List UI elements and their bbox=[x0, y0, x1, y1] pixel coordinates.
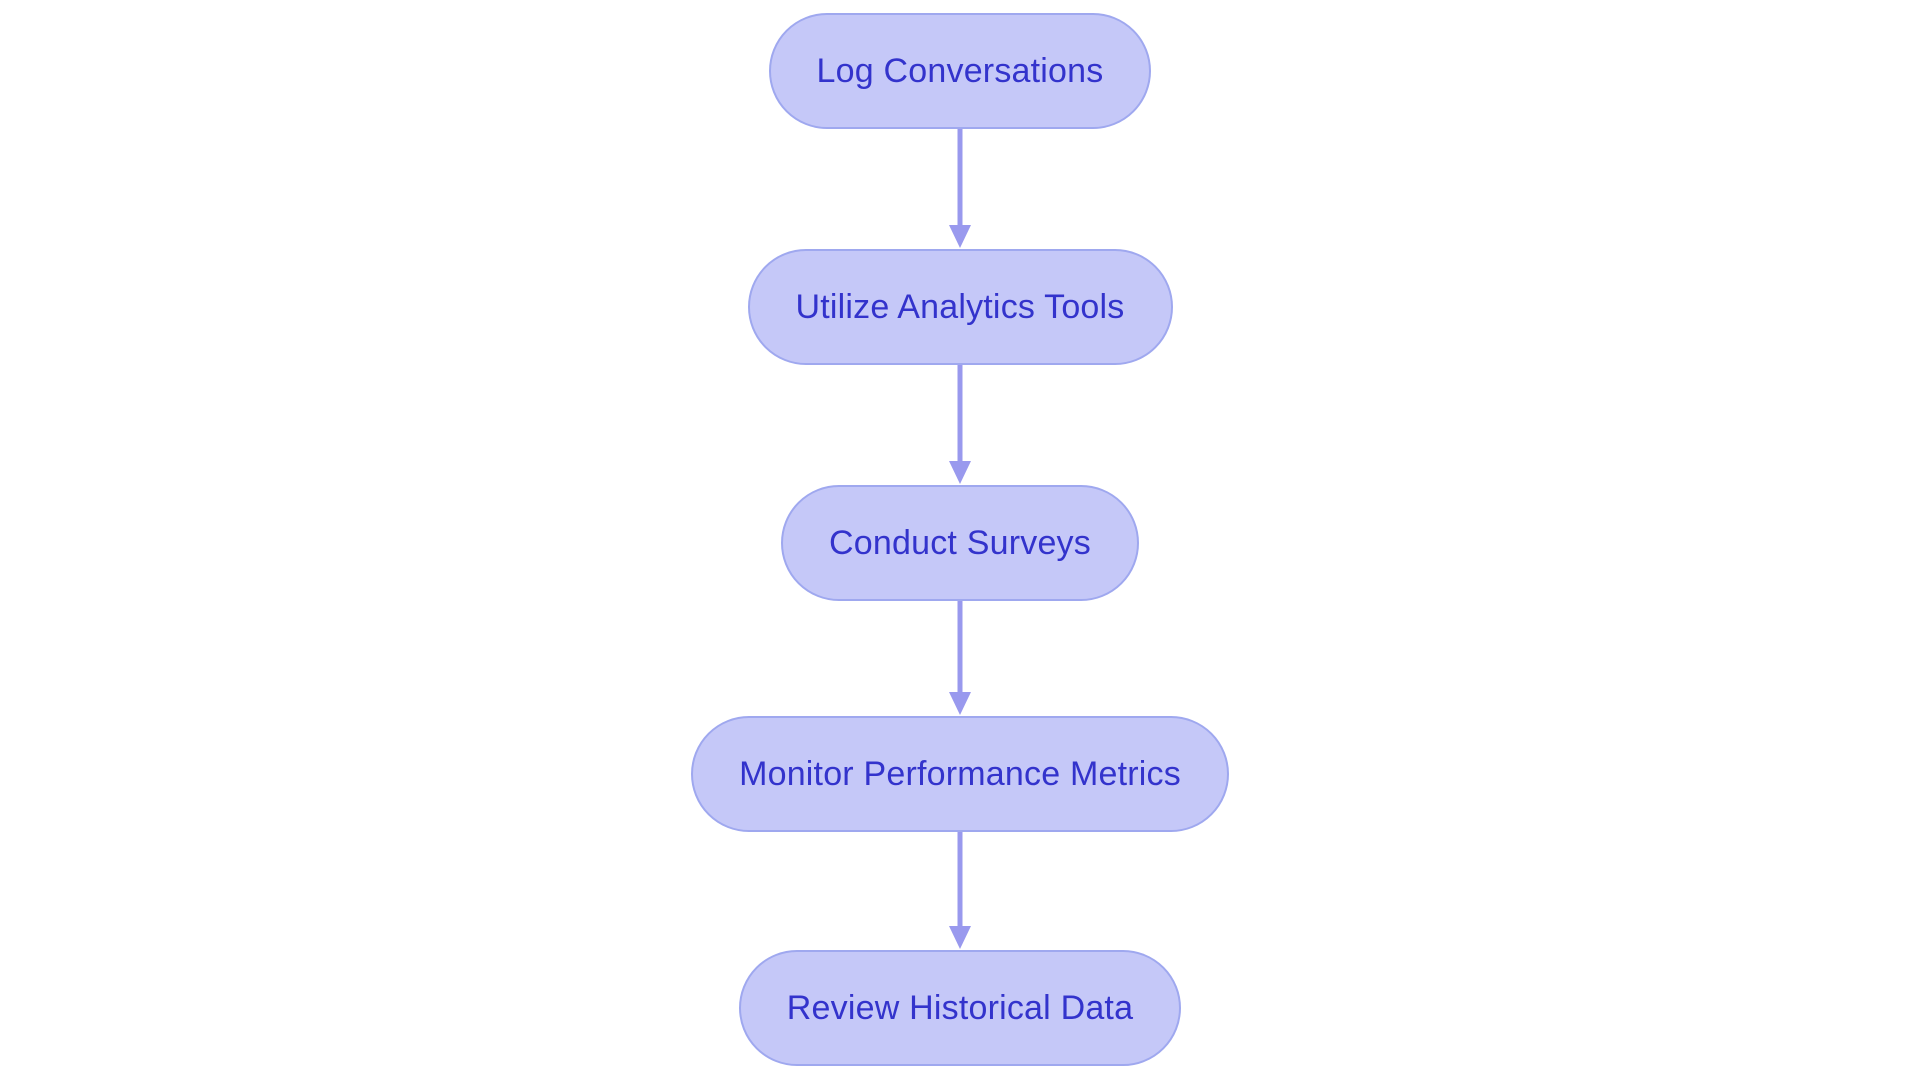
flowchart-node-conduct-surveys[interactable]: Conduct Surveys bbox=[781, 485, 1139, 601]
flowchart-node-monitor-performance-metrics[interactable]: Monitor Performance Metrics bbox=[691, 716, 1229, 832]
flowchart-connector-2 bbox=[947, 365, 973, 485]
flowchart-node-utilize-analytics-tools[interactable]: Utilize Analytics Tools bbox=[747, 249, 1173, 365]
flowchart-node-label: Conduct Surveys bbox=[829, 524, 1091, 562]
flowchart-connector-1 bbox=[947, 129, 973, 249]
flowchart-node-label: Monitor Performance Metrics bbox=[739, 755, 1181, 793]
flowchart-connector-3 bbox=[947, 601, 973, 716]
flowchart-node-label: Log Conversations bbox=[816, 52, 1104, 90]
flowchart-node-review-historical-data[interactable]: Review Historical Data bbox=[738, 950, 1182, 1066]
flowchart-node-log-conversations[interactable]: Log Conversations bbox=[768, 13, 1152, 129]
flowchart-connector-4 bbox=[947, 832, 973, 950]
flowchart-node-label: Utilize Analytics Tools bbox=[795, 288, 1125, 326]
flowchart-node-label: Review Historical Data bbox=[786, 989, 1134, 1027]
